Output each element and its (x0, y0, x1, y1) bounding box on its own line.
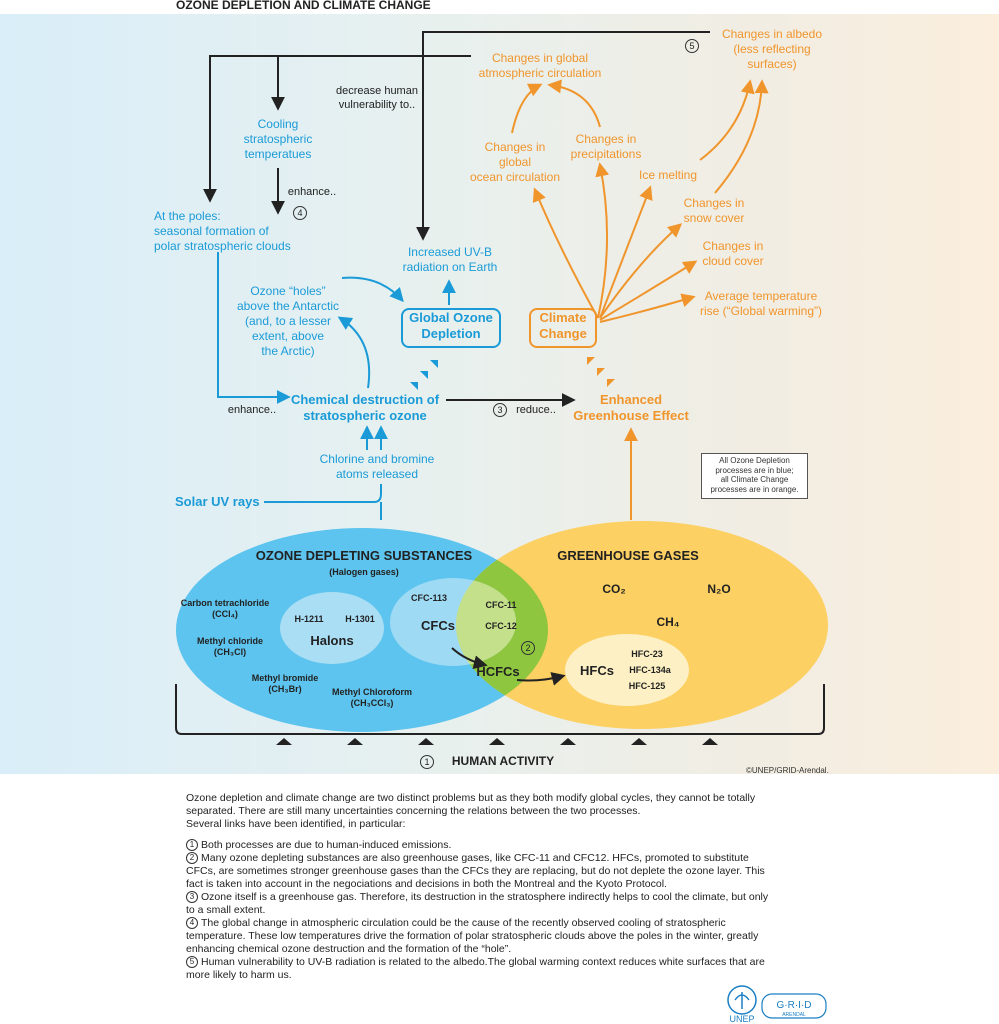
label-albedo: Changes in albedo (less reflecting surfa… (721, 27, 823, 71)
label-enhance-1: enhance.. (287, 186, 337, 198)
label-ocean-circulation: Changes in global ocean circulation (469, 140, 561, 184)
blue-triangles (410, 360, 438, 390)
label-ch3cl: Methyl chloride (CH₃Cl) (196, 636, 263, 657)
label-chlorine-bromine: Chlorine and bromine atoms released (319, 452, 435, 481)
label-hcfcs: HCFCs (476, 664, 520, 679)
label-decrease-vulnerability: decrease human vulnerability to.. (336, 85, 418, 111)
orange-triangles (587, 357, 615, 387)
label-solar-uv: Solar UV rays (175, 494, 260, 509)
label-halons: Halons (310, 633, 354, 648)
label-ghg: GREENHOUSE GASES (557, 548, 699, 563)
legend-text: All Ozone Depletion processes are in blu… (710, 456, 799, 494)
label-hfc134a: HFC-134a (629, 665, 671, 675)
label-ccl4: Carbon tetrachloride (CCl₄) (180, 598, 270, 619)
label-h1211: H-1211 (294, 614, 324, 624)
climate-change-box: Climate Change (529, 308, 597, 348)
label-h1301: H-1301 (345, 614, 375, 624)
legend-box: All Ozone Depletion processes are in blu… (701, 453, 808, 499)
label-snow-cover: Changes in snow cover (683, 196, 745, 225)
label-hfcs: HFCs (580, 663, 614, 678)
label-atmospheric-circulation: Changes in global atmospheric circulatio… (478, 51, 602, 80)
label-poles: At the poles: seasonal formation of pola… (154, 209, 291, 253)
label-hfc125: HFC-125 (628, 681, 666, 691)
label-halogen: (Halogen gases) (329, 567, 399, 577)
marker-5: 5 (685, 39, 699, 53)
hfcs-ellipse (565, 634, 689, 706)
climate-change-arrows (511, 79, 769, 323)
label-ch3ccl3: Methyl Chloroform (CH₃CCl₃) (332, 687, 412, 708)
label-cfcs: CFCs (421, 618, 455, 633)
label-cfc11: CFC-11 (485, 600, 517, 610)
unep-logo-icon (727, 985, 757, 1015)
label-cfc12: CFC-12 (485, 621, 517, 631)
label-enhanced-greenhouse: Enhanced Greenhouse Effect (573, 392, 689, 423)
label-ice-melting: Ice melting (638, 168, 698, 182)
credit: ©UNEP/GRID-Arendal. (746, 766, 829, 775)
label-reduce: reduce.. (516, 404, 556, 416)
label-cloud-cover: Changes in cloud cover (702, 239, 764, 268)
label-cooling: Cooling stratospheric temperatues (243, 117, 313, 161)
global-ozone-depletion-box: Global Ozone Depletion (401, 308, 501, 348)
label-ozone-holes: Ozone “holes” above the Antarctic (and, … (236, 284, 340, 358)
label-human-activity: HUMAN ACTIVITY (451, 754, 555, 768)
halons-ellipse (280, 592, 384, 664)
label-enhance-2: enhance.. (227, 404, 277, 416)
label-ods: OZONE DEPLETING SUBSTANCES (255, 548, 473, 563)
label-ch4: CH₄ (656, 615, 680, 629)
label-ch3br: Methyl bromide (CH₃Br) (251, 673, 319, 694)
label-cfc113: CFC-113 (410, 593, 447, 603)
logos: UNEP G·R·I·D ARENDAL (727, 985, 827, 1024)
page-title: OZONE DEPLETION AND CLIMATE CHANGE (176, 0, 431, 12)
human-activity-triangles (276, 738, 718, 745)
unep-logo-text: UNEP (729, 1014, 754, 1024)
label-uvb: Increased UV-B radiation on Earth (402, 245, 498, 274)
explanatory-notes: Ozone depletion and climate change are t… (186, 792, 776, 982)
label-temperature-rise: Average temperature rise (“Global warmin… (700, 289, 823, 318)
grid-logo-icon (761, 993, 827, 1019)
marker-2: 2 (521, 641, 535, 655)
grid-logo-text: G·R·I·D (777, 1000, 812, 1011)
marker-4: 4 (293, 206, 307, 220)
marker-1: 1 (420, 755, 434, 769)
ghg-ellipse (456, 521, 828, 729)
notes-intro: Ozone depletion and climate change are t… (186, 792, 756, 830)
marker-3: 3 (493, 403, 507, 417)
label-hfc23: HFC-23 (631, 649, 663, 659)
label-co2: CO₂ (602, 582, 626, 596)
label-n2o: N₂O (707, 582, 731, 596)
label-chemical-destruction: Chemical destruction of stratospheric oz… (290, 392, 440, 423)
arendal-logo-text: ARENDAL (782, 1012, 806, 1018)
label-precipitations: Changes in precipitations (570, 132, 642, 161)
